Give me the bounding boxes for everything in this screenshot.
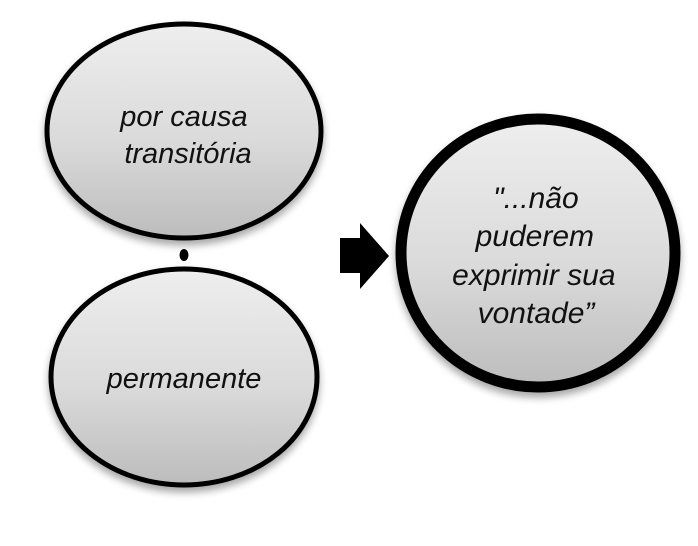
node-cause-permanent: permanente <box>48 266 320 488</box>
circle-shape <box>395 113 681 393</box>
node-label-line: vontade” <box>478 297 597 330</box>
node-result-quote: "...não puderem exprimir sua vontade” <box>395 113 681 393</box>
connector-dot-icon <box>179 249 189 261</box>
node-label: permanente <box>106 363 262 395</box>
node-label-line: transitória <box>124 138 251 170</box>
right-arrow-icon <box>340 223 389 289</box>
node-label-line: por causa <box>119 101 247 133</box>
node-label-line: exprimir sua <box>452 259 615 292</box>
ellipse-shape <box>44 21 324 241</box>
node-cause-transient: por causa transitória <box>44 21 324 241</box>
node-label-line: puderem <box>475 220 594 253</box>
node-label-line: permanente <box>106 363 262 395</box>
node-label: "...não puderem exprimir sua vontade” <box>452 182 624 330</box>
ellipse-shape <box>48 266 320 488</box>
node-label: por causa transitória <box>119 101 255 170</box>
node-label-line: "...não <box>493 182 579 215</box>
